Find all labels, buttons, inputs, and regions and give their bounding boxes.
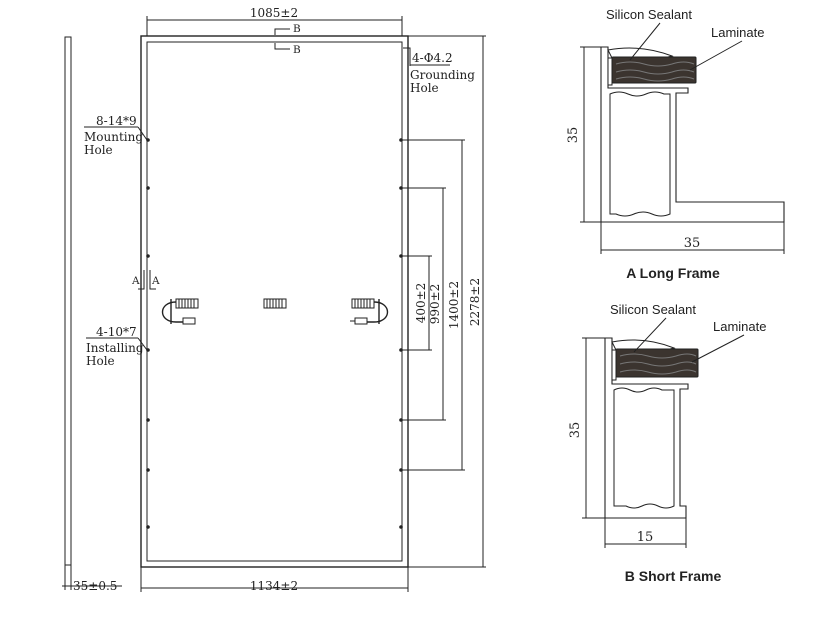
laminate-texture xyxy=(615,69,695,75)
long-laminate-label: Laminate xyxy=(711,25,764,40)
left-rail-holes xyxy=(146,138,150,529)
installing-label-2: Hole xyxy=(86,354,115,368)
hole xyxy=(146,525,150,529)
jbox-body xyxy=(351,298,375,309)
panel-back-view: 1085±2 B B 1134±2 4-Φ4.2 Grounding Hole … xyxy=(84,6,486,593)
hole xyxy=(399,138,403,142)
short-sealant-leader xyxy=(633,317,667,353)
junction-box-center xyxy=(263,298,287,309)
installing-leader xyxy=(137,337,148,351)
side-frame-outline xyxy=(64,36,72,566)
long-width-label: 35 xyxy=(684,236,701,251)
jbox-body xyxy=(263,298,287,309)
connector xyxy=(354,317,368,325)
jbox-body xyxy=(175,298,199,309)
short-width-label: 15 xyxy=(637,530,654,545)
right-rail-holes xyxy=(399,138,403,529)
hole-spacing-dims: 400±2 990±2 1400±2 2278±2 xyxy=(402,35,486,568)
top-width-label: 1085±2 xyxy=(250,6,298,20)
long-frame-cavity xyxy=(609,91,671,217)
short-height-label: 35 xyxy=(568,422,583,439)
laminate-texture xyxy=(619,353,697,359)
short-sealant-label: Silicon Sealant xyxy=(610,302,696,317)
hole xyxy=(399,254,403,258)
junction-box-right xyxy=(350,298,389,325)
hole xyxy=(146,186,150,190)
hole xyxy=(146,418,150,422)
hole xyxy=(399,418,403,422)
installing-spec: 4-10*7 xyxy=(96,325,137,339)
grounding-label-2: Hole xyxy=(410,81,439,95)
grounding-leader xyxy=(403,47,411,66)
section-a-left-label: A xyxy=(131,275,140,287)
grounding-spec: 4-Φ4.2 xyxy=(412,51,453,65)
dim-400-label: 400±2 xyxy=(414,283,428,324)
long-height-label: 35 xyxy=(566,127,581,144)
hole xyxy=(146,138,150,142)
hole xyxy=(146,254,150,258)
section-a-marker-left xyxy=(138,270,145,290)
hole xyxy=(399,468,403,472)
bottom-width-label: 1134±2 xyxy=(250,579,298,593)
short-laminate xyxy=(615,348,699,378)
section-b-marker-bottom xyxy=(274,43,290,50)
junction-box-left xyxy=(161,298,199,325)
side-profile: 35±0.5 xyxy=(62,36,122,593)
section-b-marker-top xyxy=(274,28,290,35)
panel-inner-frame xyxy=(146,41,403,562)
panel-outer-frame xyxy=(140,35,409,568)
hole xyxy=(399,525,403,529)
mounting-spec: 8-14*9 xyxy=(96,114,137,128)
short-frame-caption: B Short Frame xyxy=(625,568,722,584)
laminate-texture xyxy=(615,61,695,67)
mounting-label-2: Hole xyxy=(84,143,113,157)
hole xyxy=(399,348,403,352)
laminate-texture xyxy=(615,76,695,82)
hole xyxy=(399,186,403,190)
installing-label-1: Installing xyxy=(86,341,144,355)
hole xyxy=(146,348,150,352)
long-sealant-label: Silicon Sealant xyxy=(606,7,692,22)
section-b-bottom-label: B xyxy=(293,44,301,56)
frame-thickness-label: 35±0.5 xyxy=(73,579,117,593)
connector xyxy=(182,317,196,325)
hole xyxy=(146,468,150,472)
grounding-label-1: Grounding xyxy=(410,68,475,82)
long-frame-section: Silicon Sealant Laminate 35 35 A Long Fr… xyxy=(566,7,785,281)
dim-2278-label: 2278±2 xyxy=(468,278,482,326)
dim-1400-label: 1400±2 xyxy=(447,281,461,329)
section-b-top-label: B xyxy=(293,23,301,35)
dim-990-label: 990±2 xyxy=(428,284,442,325)
long-sealant-lower xyxy=(607,57,613,86)
long-frame-caption: A Long Frame xyxy=(626,265,720,281)
short-sealant-lower xyxy=(611,349,617,381)
laminate-texture xyxy=(619,361,697,367)
mounting-leader xyxy=(137,126,148,141)
section-a-marker-right xyxy=(149,270,156,290)
long-sealant-leader xyxy=(629,22,661,61)
short-laminate-label: Laminate xyxy=(713,319,766,334)
short-laminate-leader xyxy=(691,334,745,363)
short-frame-cavity xyxy=(613,387,675,509)
long-laminate-leader xyxy=(689,40,743,71)
section-a-right-label: A xyxy=(151,275,160,287)
short-frame-section: Silicon Sealant Laminate 35 15 B Short F… xyxy=(568,302,766,584)
mounting-label-1: Mounting xyxy=(84,130,143,144)
laminate-texture xyxy=(619,369,697,375)
